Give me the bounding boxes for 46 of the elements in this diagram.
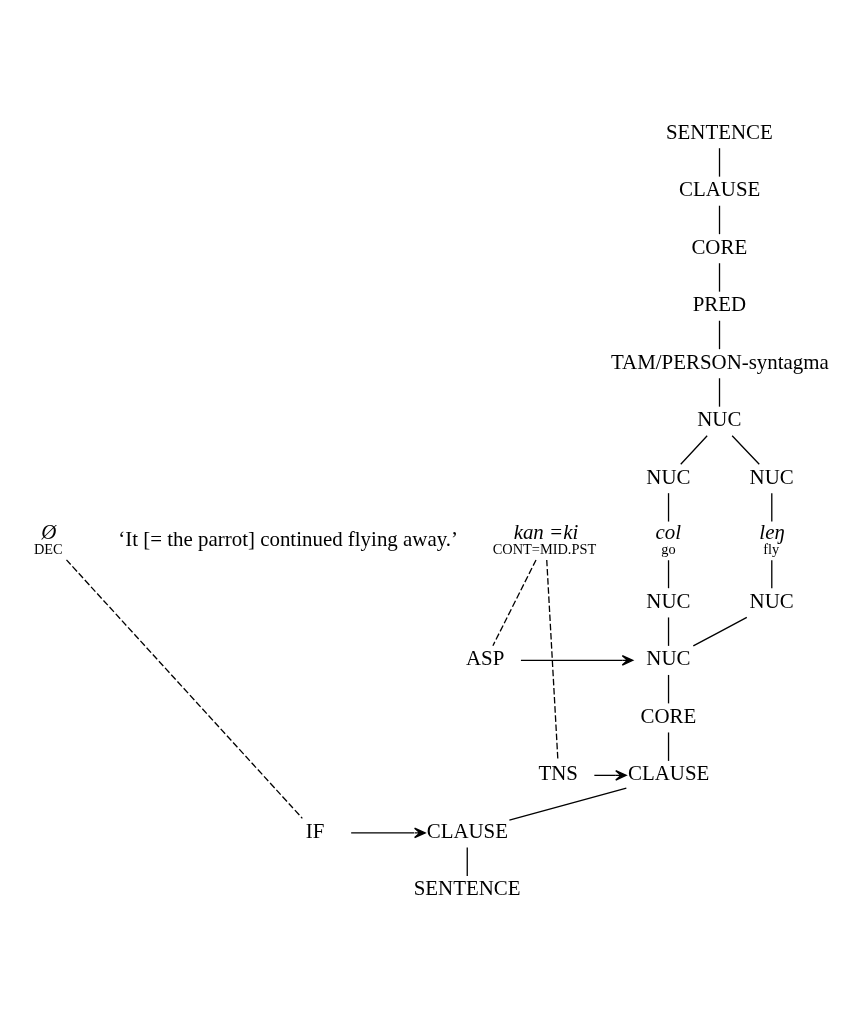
connector (667, 492, 670, 523)
connector (718, 377, 721, 408)
node-text: col go (655, 519, 682, 558)
node-text: kan =ki CONT=MID.PST (492, 519, 597, 558)
node-text: CLAUSE (426, 818, 509, 843)
node-text: NUC (646, 588, 691, 613)
connector (667, 674, 670, 705)
node-text: leŋ fly (759, 519, 785, 558)
node-text: SENTENCE (413, 876, 521, 901)
label: ‘It [= the parrot] continued flying away.’ (118, 526, 458, 551)
connector (718, 320, 721, 350)
node-text: NUC (646, 464, 691, 489)
connector (718, 205, 721, 235)
node-text: CORE (691, 234, 748, 259)
connector (492, 559, 537, 647)
connector (546, 559, 559, 762)
node-text: IF (305, 818, 325, 843)
node-text: NUC (646, 646, 691, 671)
connector (718, 262, 721, 293)
arrow (520, 655, 634, 666)
connector (771, 492, 773, 523)
connector (771, 559, 773, 589)
node-text: PRED (692, 292, 747, 317)
connector (667, 731, 670, 762)
node-text: CORE (640, 703, 697, 728)
node-text: ASP (465, 646, 505, 671)
connector (731, 435, 760, 465)
node-text: CLAUSE (628, 761, 710, 786)
node-text: NUC (697, 407, 742, 432)
connector (692, 616, 748, 647)
arrow (593, 770, 627, 781)
node-text: NUC (749, 464, 794, 489)
connector (718, 147, 721, 178)
connector (466, 846, 468, 877)
node-text: CLAUSE (678, 177, 761, 202)
node-text: Ø DEC (33, 519, 63, 558)
node-text: TNS (538, 761, 578, 786)
connector (680, 435, 708, 465)
connector (65, 559, 303, 819)
node-text: SENTENCE (665, 119, 773, 144)
connector (667, 616, 670, 647)
node-text: TAM/PERSON-syntagma (611, 349, 829, 374)
connector (667, 559, 670, 589)
arrow (350, 827, 426, 839)
connector (508, 787, 627, 821)
node-text: NUC (749, 588, 794, 613)
